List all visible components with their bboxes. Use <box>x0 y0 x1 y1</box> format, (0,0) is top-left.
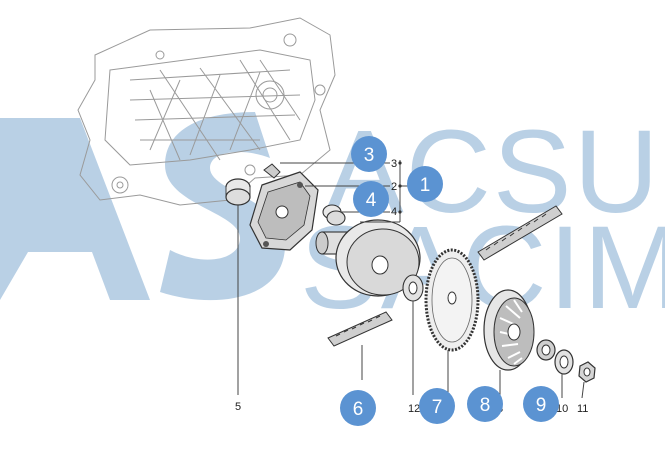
clip-icon <box>263 163 281 179</box>
ramp-plate-icon <box>249 171 319 251</box>
washer-icon <box>554 349 574 398</box>
part-label-4: 4 <box>391 206 397 218</box>
bearing-icon <box>536 339 556 361</box>
badge-3-label: 3 <box>364 145 375 166</box>
badge-8-label: 8 <box>480 395 491 416</box>
badge-6: 6 <box>340 390 376 426</box>
fan-icon <box>483 289 535 395</box>
badge-6-label: 6 <box>353 399 364 420</box>
gear-ring-icon <box>424 248 480 395</box>
badge-4: 4 <box>353 181 389 217</box>
badge-9: 9 <box>523 386 559 422</box>
part-label-2: 2 <box>391 181 397 193</box>
spacer-icon <box>402 274 424 395</box>
badge-8: 8 <box>467 386 503 422</box>
badge-7-label: 7 <box>432 397 443 418</box>
badge-1: 1 <box>407 166 443 202</box>
watermark-line1: ACSUD <box>325 106 665 238</box>
part-label-5: 5 <box>235 401 241 413</box>
part-label-3: 3 <box>391 158 397 170</box>
badge-3: 3 <box>351 136 387 172</box>
part-label-10: 10 <box>556 403 568 415</box>
pulley-icon <box>315 219 421 297</box>
badge-1-label: 1 <box>420 175 431 196</box>
badge-7: 7 <box>419 388 455 424</box>
nut-icon <box>578 361 596 399</box>
callout-badges: 3 1 4 6 7 8 9 <box>340 136 559 426</box>
badge-4-label: 4 <box>366 190 377 211</box>
part-label-11: 11 <box>577 403 588 415</box>
watermark-logo-a <box>0 118 150 300</box>
engine-case-icon <box>77 17 336 206</box>
part-label-12: 12 <box>408 403 420 415</box>
watermark-logo-s <box>160 112 285 301</box>
belt-icon <box>327 205 563 380</box>
roller-icon <box>225 178 251 395</box>
slider-icon <box>322 204 346 226</box>
badge-9-label: 9 <box>536 395 547 416</box>
